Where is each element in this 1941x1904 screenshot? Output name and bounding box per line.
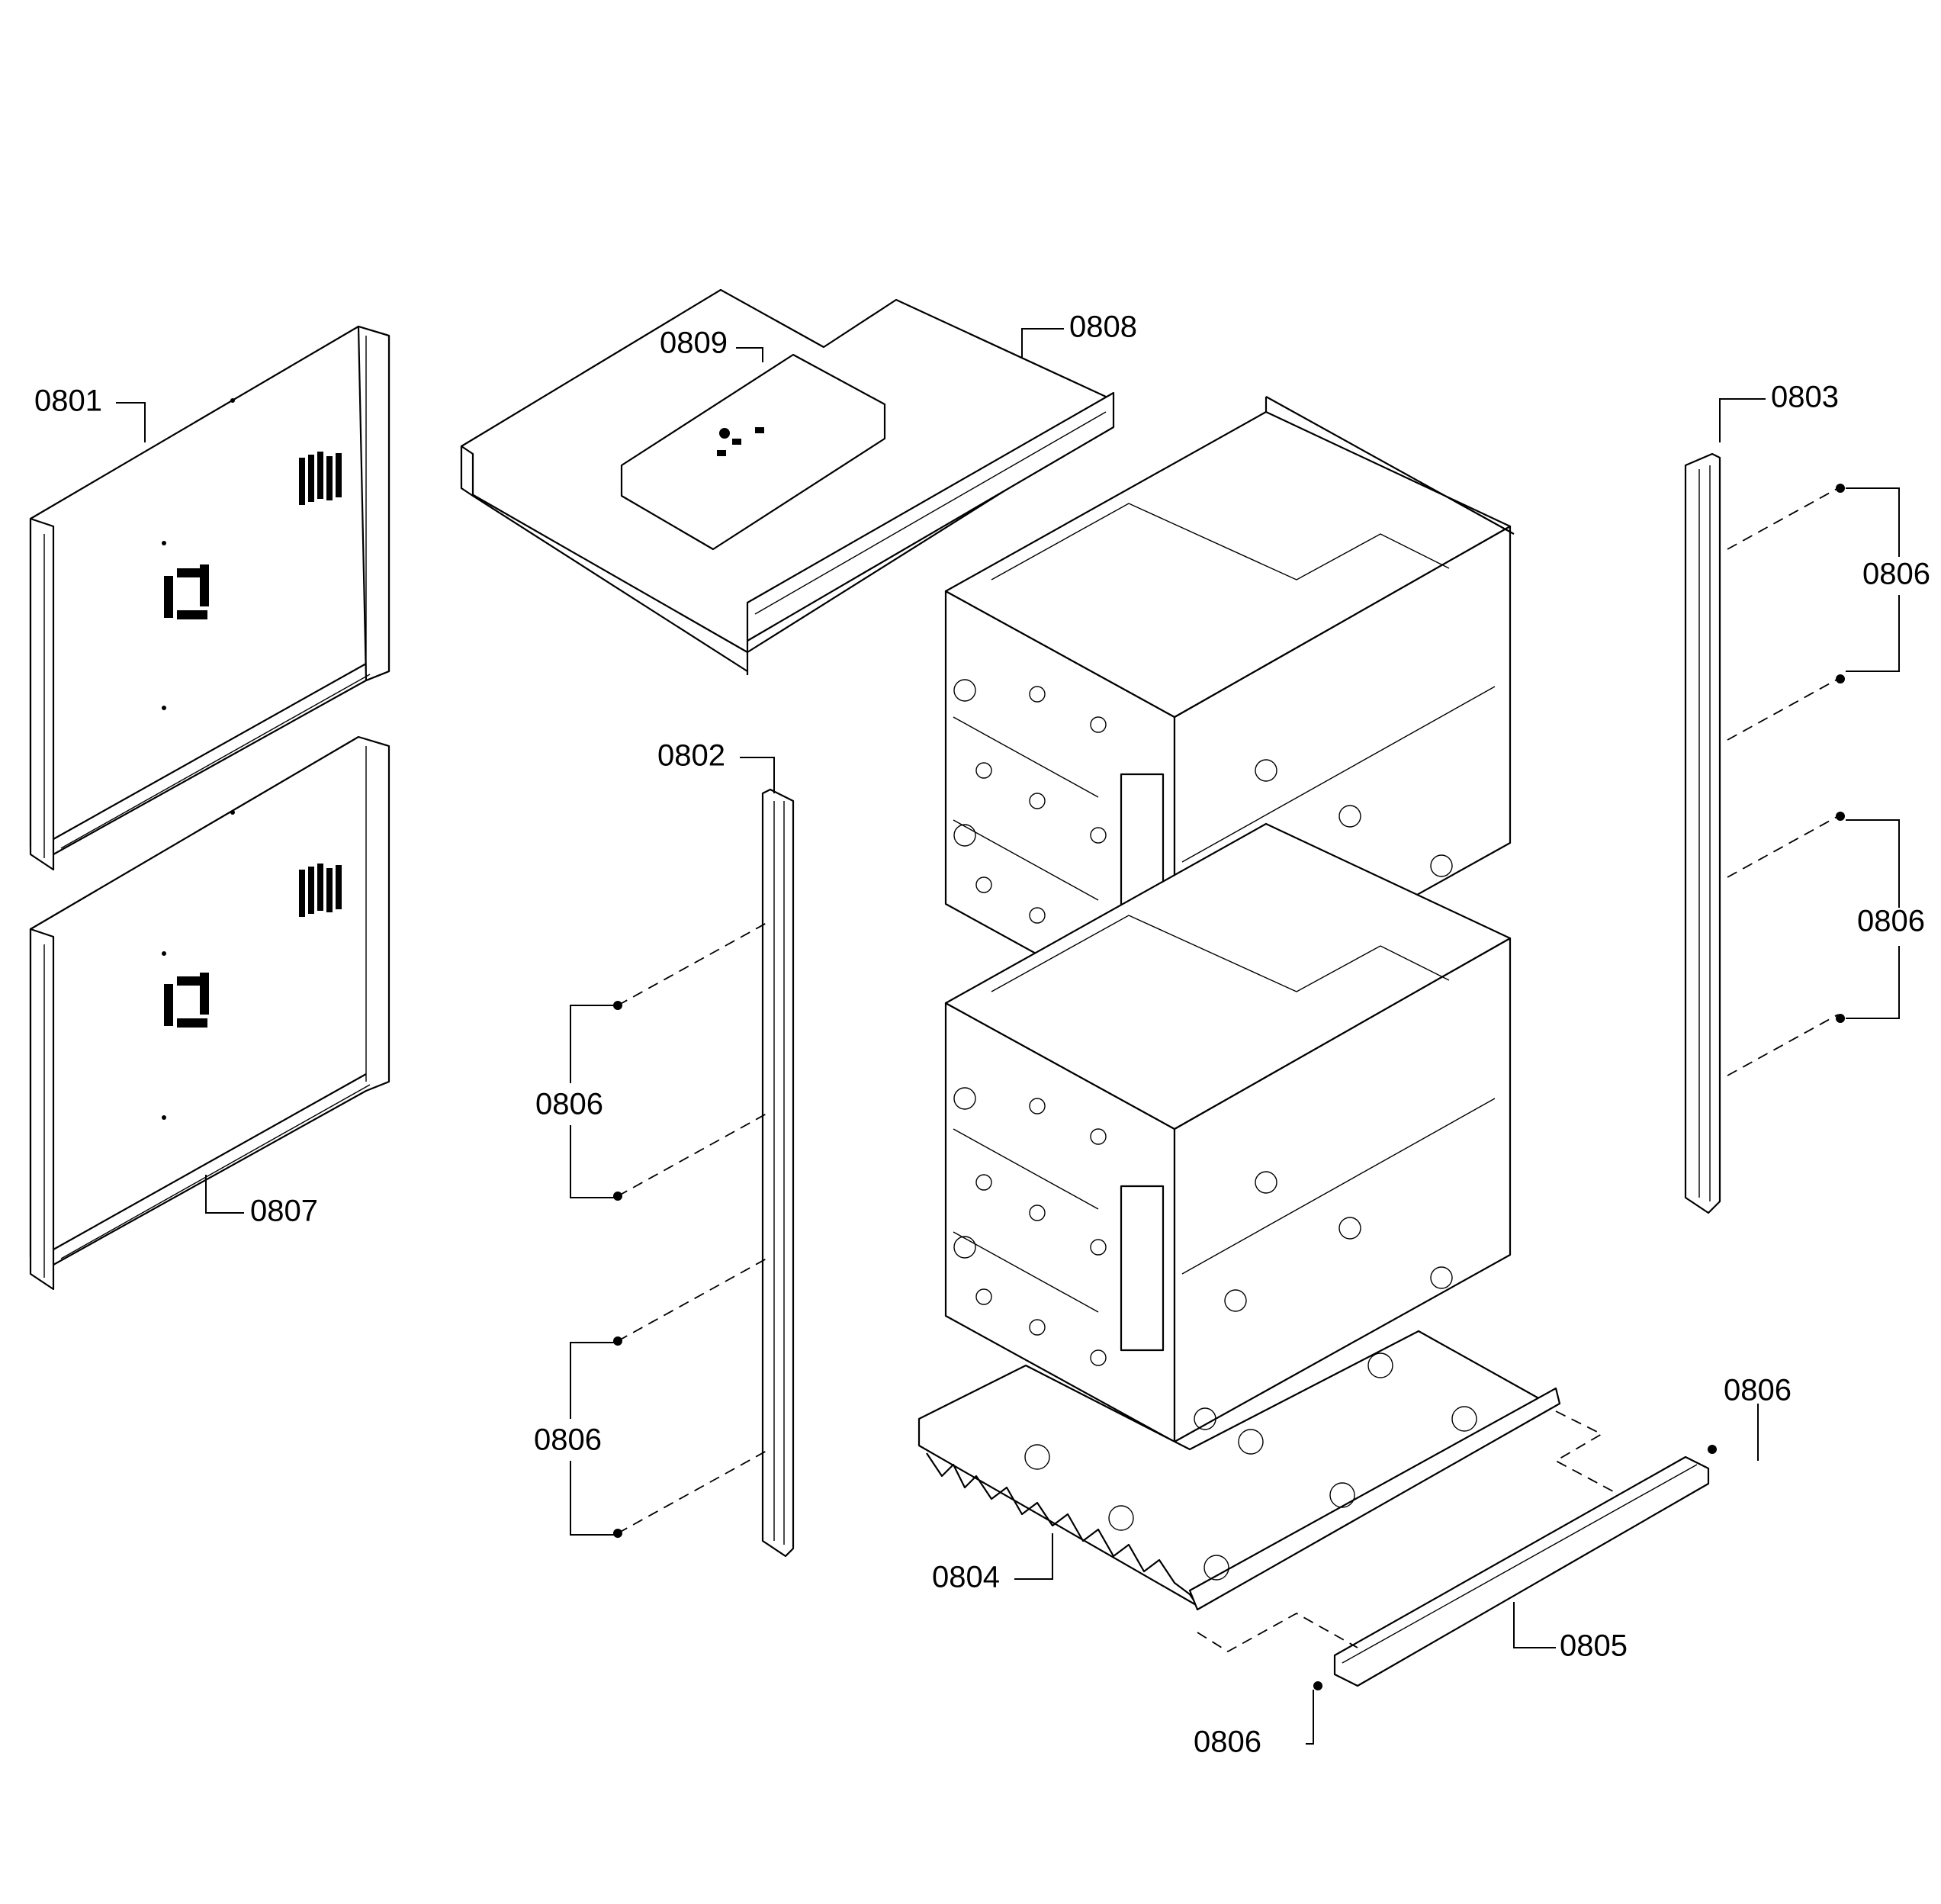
callout-0809: 0809 [660, 326, 728, 360]
connector-cutout-icon [164, 973, 209, 1028]
side-trim-left [613, 788, 795, 1558]
callout-0806-trim-top: 0806 [1724, 1374, 1792, 1407]
leader-lines [116, 328, 1900, 1745]
callout-0808: 0808 [1069, 310, 1137, 344]
callout-0803: 0803 [1771, 381, 1839, 414]
vent-slots-icon [299, 864, 342, 917]
callout-0807: 0807 [250, 1195, 318, 1228]
callout-0802: 0802 [657, 739, 725, 773]
callout-0805: 0805 [1560, 1629, 1628, 1663]
callout-0806-left-upper: 0806 [535, 1088, 603, 1121]
base-tray [917, 1330, 1561, 1611]
callout-0806-right-upper: 0806 [1862, 558, 1930, 591]
side-panel-upper [29, 325, 390, 871]
callout-0804: 0804 [932, 1561, 1000, 1594]
side-trim-right [1684, 452, 1845, 1214]
cavity-lower-ports-icon [953, 1087, 1453, 1430]
vent-slots-icon [299, 452, 342, 505]
side-panel-lower [29, 735, 390, 1291]
oven-body [944, 396, 1515, 1443]
callout-0806-right-lower: 0806 [1857, 905, 1925, 938]
screw-icon [1708, 1445, 1717, 1454]
bottom-trim [1197, 1410, 1710, 1687]
callout-0806-trim-bottom: 0806 [1194, 1726, 1261, 1759]
top-cover [460, 288, 1115, 675]
callout-0806-left-lower: 0806 [534, 1423, 602, 1457]
connector-cutout-icon [164, 564, 209, 619]
callout-0801: 0801 [34, 384, 102, 418]
screw-icon [1313, 1681, 1322, 1690]
